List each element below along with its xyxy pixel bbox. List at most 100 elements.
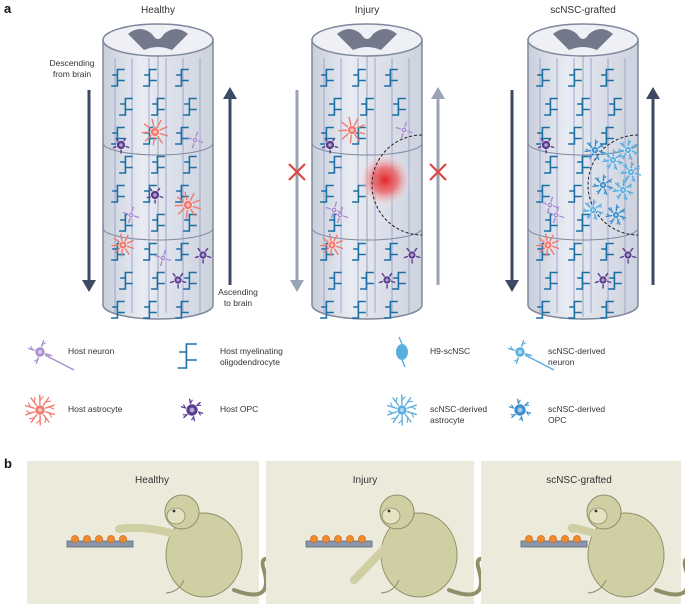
food-pellet xyxy=(537,535,545,543)
oligodendrocyte-glyph xyxy=(151,271,165,290)
oligodendrocyte-glyph xyxy=(384,242,398,261)
ascending-arrow-grafted xyxy=(646,87,660,285)
host-opc-cell xyxy=(112,137,130,154)
food-pellet xyxy=(310,535,318,543)
scnsc-derived-cell xyxy=(582,199,604,221)
host-opc-cell xyxy=(146,187,164,204)
oligodendrocyte-glyph xyxy=(143,300,157,319)
oligodendrocyte-glyph xyxy=(175,184,189,203)
ascending-label-line2: to brain xyxy=(224,298,253,308)
oligodendrocyte-glyph xyxy=(576,213,590,232)
oligodendrocyte-glyph xyxy=(328,97,342,116)
host-opc-cell xyxy=(537,137,555,154)
panel-b-letter: b xyxy=(4,456,12,471)
host-neuron-cell xyxy=(547,206,565,224)
monkey-figure xyxy=(115,494,274,598)
oligodendrocyte-glyph xyxy=(175,300,189,319)
oligodendrocyte-glyph xyxy=(320,68,334,87)
ascending-arrow-injury xyxy=(431,87,445,285)
legend-label: astrocyte xyxy=(430,415,465,425)
oligodendrocyte-glyph xyxy=(175,68,189,87)
monkey-figure xyxy=(350,494,489,598)
descending-label-line1: Descending xyxy=(50,58,95,68)
legend-label: Host OPC xyxy=(220,404,258,414)
oligodendrocyte-glyph xyxy=(175,242,189,261)
host-astrocyte-cell xyxy=(174,191,202,219)
oligodendrocyte-glyph xyxy=(576,155,590,174)
oligodendrocyte-glyph xyxy=(119,97,133,116)
spinal-cord-healthy xyxy=(102,23,214,320)
oligodendrocyte-icon xyxy=(177,343,197,369)
col-title-grafted: scNSC-grafted xyxy=(550,5,616,16)
scnsc-opc-icon xyxy=(508,398,532,422)
legend-cell-glyph xyxy=(507,339,533,365)
food-pellet xyxy=(573,535,581,543)
descending-label-line2: from brain xyxy=(53,69,92,79)
host-opc-cell xyxy=(619,247,637,264)
oligodendrocyte-glyph xyxy=(600,68,614,87)
oligodendrocyte-glyph xyxy=(384,300,398,319)
behavior-panel xyxy=(266,461,489,604)
food-pellet xyxy=(107,535,115,543)
food-pellet xyxy=(346,535,354,543)
scnsc-derived-cell xyxy=(617,139,639,161)
host-neuron-cell xyxy=(154,249,172,267)
oligodendrocyte-glyph xyxy=(608,271,622,290)
col-title-injury: Injury xyxy=(355,5,379,16)
scnsc-astrocyte-icon xyxy=(386,394,418,426)
descending-arrow-injury xyxy=(290,90,304,292)
h9-scnsc-icon xyxy=(396,336,408,368)
legend-cell-glyph xyxy=(27,339,53,365)
oligodendrocyte-glyph xyxy=(175,126,189,145)
panel-b-title-injury: Injury xyxy=(353,475,377,486)
oligodendrocyte-glyph xyxy=(384,68,398,87)
oligodendrocyte-glyph xyxy=(177,343,197,369)
food-pellet xyxy=(95,535,103,543)
host-neuron-cell xyxy=(395,121,413,139)
legend-item: Host OPC xyxy=(180,398,258,422)
legend-label: H9-scNSC xyxy=(430,346,470,356)
host-neuron-cell xyxy=(325,201,343,219)
host-astrocyte-cell xyxy=(141,118,169,146)
oligodendrocyte-glyph xyxy=(568,126,582,145)
host-neuron-cell xyxy=(186,131,204,149)
graft-boundary xyxy=(587,134,639,236)
descending-arrow-grafted xyxy=(505,90,519,292)
food-pellet xyxy=(334,535,342,543)
host-neuron-icon xyxy=(27,339,75,371)
host-astrocyte-cell xyxy=(338,116,366,144)
oligodendrocyte-glyph xyxy=(352,68,366,87)
legend-label: Host neuron xyxy=(68,346,115,356)
oligodendrocyte-glyph xyxy=(183,271,197,290)
oligodendrocyte-glyph xyxy=(328,155,342,174)
oligodendrocyte-glyph xyxy=(111,68,125,87)
oligodendrocyte-glyph xyxy=(536,300,550,319)
spinal-cord-injury xyxy=(311,23,423,320)
oligodendrocyte-glyph xyxy=(576,97,590,116)
legend-cell-glyph xyxy=(508,398,532,422)
descending-arrow-healthy xyxy=(82,90,96,292)
spinal-cord-grafted xyxy=(527,23,642,320)
food-pellet xyxy=(71,535,79,543)
legend-label: neuron xyxy=(548,357,575,367)
oligodendrocyte-glyph xyxy=(360,97,374,116)
oligodendrocyte-glyph xyxy=(151,97,165,116)
oligodendrocyte-glyph xyxy=(151,213,165,232)
food-pellet xyxy=(358,535,366,543)
oligodendrocyte-glyph xyxy=(544,97,558,116)
legend-cell-glyph xyxy=(386,394,418,426)
scnsc-derived-cell xyxy=(620,161,642,183)
block-cross-descending-icon xyxy=(288,163,306,181)
scnsc-derived-cell xyxy=(612,179,634,201)
oligodendrocyte-glyph xyxy=(392,271,406,290)
monkey-figure xyxy=(567,494,685,598)
host-opc-cell xyxy=(378,272,396,289)
oligodendrocyte-glyph xyxy=(544,271,558,290)
oligodendrocyte-glyph xyxy=(111,184,125,203)
oligodendrocyte-glyph xyxy=(392,97,406,116)
host-opc-cell xyxy=(169,272,187,289)
host-astrocyte-cell xyxy=(320,233,344,257)
